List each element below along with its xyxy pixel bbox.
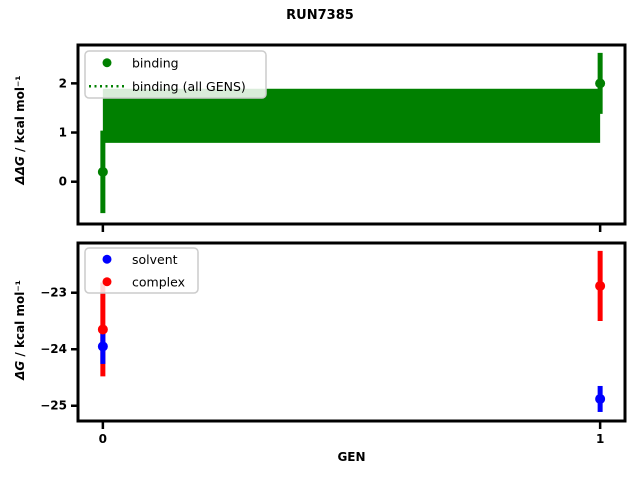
y-axis-label-top-symbol: ΔΔG <box>13 156 27 185</box>
y-tick-label: 1 <box>59 126 67 140</box>
y-axis-label-bottom-units: / kcal mol⁻¹ <box>13 280 27 361</box>
y-axis-label-top-units: / kcal mol⁻¹ <box>13 75 27 157</box>
y-tick-label: −24 <box>40 342 67 356</box>
data-point-complex <box>595 280 606 291</box>
y-tick-label: −25 <box>40 399 67 413</box>
legend-marker-circle <box>102 254 112 264</box>
legend-box-top <box>84 50 267 99</box>
legend-marker-circle <box>102 58 112 68</box>
y-tick-label: −23 <box>40 286 67 300</box>
data-point-binding <box>97 166 108 177</box>
legend-box-bottom <box>84 247 199 294</box>
y-tick-label: 2 <box>59 76 67 90</box>
y-axis-label-bottom-symbol: ΔG <box>13 360 27 380</box>
x-tick-label: 1 <box>596 432 604 446</box>
data-point-binding <box>595 78 606 89</box>
axes-frame-bottom <box>76 241 627 423</box>
data-point-complex <box>97 324 108 335</box>
data-point-solvent <box>595 393 606 404</box>
legend-label: binding <box>132 55 179 70</box>
y-tick-label: 0 <box>59 175 67 189</box>
data-point-solvent <box>97 341 108 352</box>
axes-frame-top <box>76 43 627 226</box>
legend-label: complex <box>132 274 185 289</box>
legend-label: solvent <box>132 252 178 267</box>
legend-marker-circle <box>102 277 112 287</box>
y-axis-label-bottom: ΔG / kcal mol⁻¹ <box>13 220 27 440</box>
figure-title: RUN7385 <box>286 8 354 23</box>
x-tick-label: 0 <box>99 432 107 446</box>
legend-label: binding (all GENS) <box>132 79 246 94</box>
x-axis-label: GEN <box>337 450 366 464</box>
y-axis-label-top: ΔΔG / kcal mol⁻¹ <box>13 20 27 240</box>
